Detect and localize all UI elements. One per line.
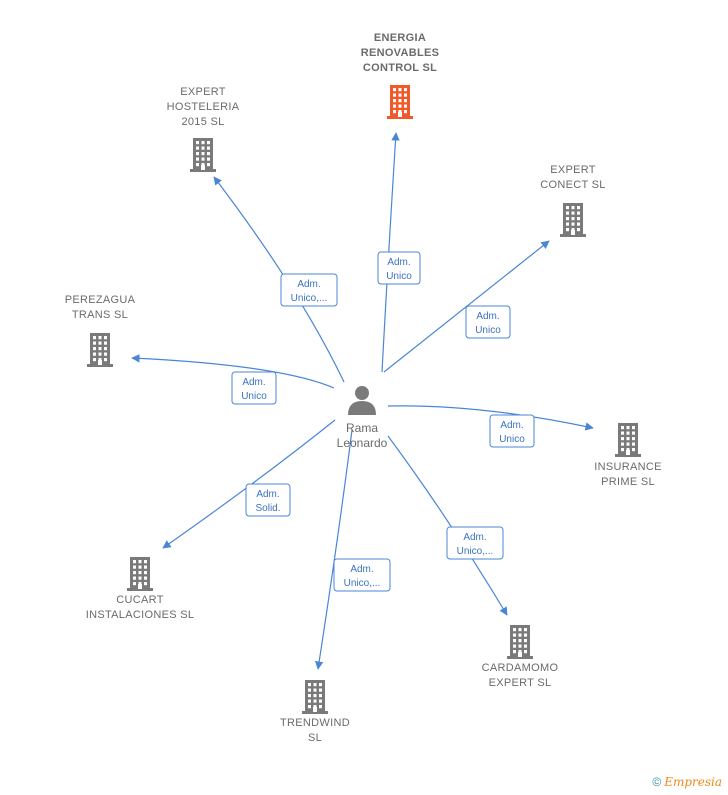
- relation-edge-cucart: [162, 419, 336, 549]
- footer-brand[interactable]: ©Empresia: [652, 775, 722, 789]
- person-name-last: Leonardo: [337, 436, 388, 450]
- company-name: EXPERT: [180, 86, 226, 98]
- relation-box: [489, 414, 535, 448]
- edges-layer: [131, 132, 594, 670]
- company-name: CONTROL SL: [363, 62, 437, 74]
- relation-label-cucart[interactable]: Adm. Solid.: [245, 483, 291, 517]
- relation-label-cardamomo[interactable]: Adm. Unico,...: [446, 526, 504, 560]
- relation-edge-insurance-prime: [387, 405, 594, 431]
- relation-text: Adm.: [463, 532, 486, 543]
- relation-box: [280, 273, 338, 307]
- building-icon: [190, 138, 216, 172]
- company-node-trendwind[interactable]: TRENDWIND SL: [280, 680, 350, 744]
- edge-labels-layer: Adm.UnicoAdm.Unico,...Adm.UnicoAdm.Unico…: [231, 251, 535, 592]
- relation-text: Adm.: [242, 377, 265, 388]
- relation-edge-perezagua: [131, 354, 335, 389]
- building-icon: [87, 333, 113, 367]
- relation-text: Adm.: [256, 489, 279, 500]
- relation-text: Adm.: [297, 279, 320, 290]
- relation-text: Unico: [499, 434, 525, 445]
- company-name: INSURANCE: [594, 461, 662, 473]
- company-name: CUCART: [116, 594, 163, 606]
- relation-text: Unico: [475, 325, 501, 336]
- relation-box: [333, 558, 391, 592]
- nodes-layer: ENERGIA RENOVABLES CONTROL SL EXPERT HOSTELE…: [65, 32, 662, 744]
- relation-edge-expert-conect: [383, 240, 550, 373]
- company-name: CARDAMOMO: [482, 662, 559, 674]
- relation-text: Unico: [241, 391, 267, 402]
- brand-name: Empresia: [664, 775, 722, 789]
- company-name: ENERGIA: [374, 32, 426, 44]
- company-name: PRIME SL: [601, 476, 655, 488]
- company-name: TRENDWIND: [280, 717, 350, 729]
- building-icon: [127, 557, 153, 591]
- relation-label-trendwind[interactable]: Adm. Unico,...: [333, 558, 391, 592]
- relation-text: Unico: [386, 271, 412, 282]
- relation-label-insurance-prime[interactable]: Adm. Unico: [489, 414, 535, 448]
- company-name: SL: [308, 732, 322, 744]
- relation-text: Adm.: [500, 420, 523, 431]
- relation-label-energia[interactable]: Adm. Unico: [377, 251, 421, 285]
- person-name-first: Rama: [346, 421, 378, 435]
- company-node-cucart[interactable]: CUCART INSTALACIONES SL: [86, 557, 195, 621]
- company-node-expert-hosteleria[interactable]: EXPERT HOSTELERIA 2015 SL: [167, 86, 240, 172]
- relation-box: [245, 483, 291, 517]
- relation-text: Solid.: [255, 503, 280, 514]
- company-name: EXPERT: [550, 164, 596, 176]
- company-name: HOSTELERIA: [167, 101, 240, 113]
- building-icon: [387, 85, 413, 119]
- building-icon: [560, 203, 586, 237]
- company-name: PEREZAGUA: [65, 294, 136, 306]
- relation-text: Adm.: [387, 257, 410, 268]
- relation-text: Adm.: [350, 564, 373, 575]
- company-name: CONECT SL: [540, 179, 605, 191]
- company-name: TRANS SL: [72, 309, 128, 321]
- relation-label-expert-conect[interactable]: Adm. Unico: [465, 305, 511, 339]
- company-node-energia[interactable]: ENERGIA RENOVABLES CONTROL SL: [361, 32, 440, 119]
- building-icon: [615, 423, 641, 457]
- company-node-perezagua[interactable]: PEREZAGUA TRANS SL: [65, 294, 136, 367]
- relation-text: Unico,...: [344, 578, 381, 589]
- company-name: EXPERT SL: [489, 677, 552, 689]
- relation-edge-trendwind: [315, 429, 353, 670]
- relation-box: [446, 526, 504, 560]
- company-name: RENOVABLES: [361, 47, 440, 59]
- building-icon: [507, 625, 533, 659]
- building-icon: [302, 680, 328, 714]
- company-node-insurance-prime[interactable]: INSURANCE PRIME SL: [594, 423, 662, 488]
- relation-text: Unico,...: [291, 293, 328, 304]
- company-name: 2015 SL: [181, 116, 224, 128]
- relation-edge-cardamomo: [387, 435, 508, 616]
- company-node-expert-conect[interactable]: EXPERT CONECT SL: [540, 164, 605, 237]
- relation-label-expert-hosteleria[interactable]: Adm. Unico,...: [280, 273, 338, 307]
- relation-box: [377, 251, 421, 285]
- relation-text: Adm.: [476, 311, 499, 322]
- relation-text: Unico,...: [457, 546, 494, 557]
- copyright-icon: ©: [652, 775, 662, 789]
- relation-label-perezagua[interactable]: Adm. Unico: [231, 371, 277, 405]
- company-name: INSTALACIONES SL: [86, 609, 195, 621]
- relation-box: [465, 305, 511, 339]
- relation-box: [231, 371, 277, 405]
- person-icon: [348, 386, 376, 415]
- company-node-cardamomo[interactable]: CARDAMOMO EXPERT SL: [482, 625, 559, 689]
